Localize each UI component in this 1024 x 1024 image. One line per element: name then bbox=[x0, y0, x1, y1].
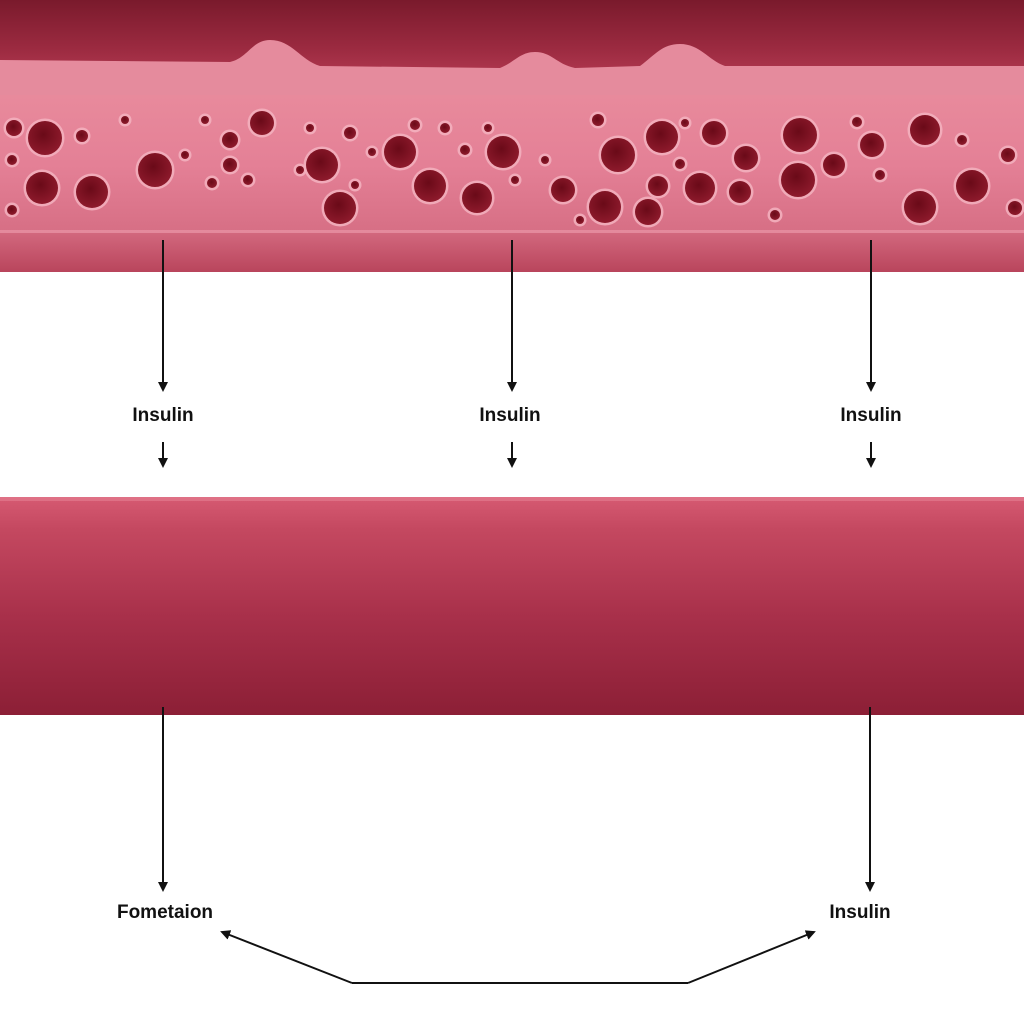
pore bbox=[414, 170, 446, 202]
connector-arrow-right bbox=[687, 930, 816, 984]
insulin-label-center: Insulin bbox=[479, 405, 541, 426]
pore bbox=[852, 117, 862, 127]
pore bbox=[648, 176, 668, 196]
pore bbox=[324, 192, 356, 224]
pore bbox=[28, 121, 62, 155]
pore bbox=[138, 153, 172, 187]
pore bbox=[592, 114, 604, 126]
pore bbox=[7, 205, 17, 215]
pore bbox=[646, 121, 678, 153]
pore bbox=[76, 176, 108, 208]
pore bbox=[551, 178, 575, 202]
middle-vessel bbox=[0, 497, 1024, 715]
pore bbox=[207, 178, 217, 188]
pore bbox=[783, 118, 817, 152]
pore bbox=[875, 170, 885, 180]
pore bbox=[6, 120, 22, 136]
pore bbox=[410, 120, 420, 130]
pore bbox=[589, 191, 621, 223]
short-arrows bbox=[158, 442, 876, 468]
pore bbox=[368, 148, 376, 156]
pore bbox=[296, 166, 304, 174]
pore bbox=[576, 216, 584, 224]
pore bbox=[734, 146, 758, 170]
pore bbox=[121, 116, 129, 124]
pore bbox=[781, 163, 815, 197]
pore bbox=[729, 181, 751, 203]
insulin-label-left: Insulin bbox=[132, 405, 194, 426]
pore bbox=[484, 124, 492, 132]
insulin-label-right: Insulin bbox=[840, 405, 902, 426]
pore bbox=[487, 136, 519, 168]
pore bbox=[541, 156, 549, 164]
pore bbox=[904, 191, 936, 223]
pore bbox=[344, 127, 356, 139]
pore bbox=[181, 151, 189, 159]
pore bbox=[823, 154, 845, 176]
pore bbox=[351, 181, 359, 189]
pore bbox=[770, 210, 780, 220]
pore bbox=[511, 176, 519, 184]
pore bbox=[702, 121, 726, 145]
pore bbox=[462, 183, 492, 213]
pore bbox=[306, 149, 338, 181]
pore bbox=[910, 115, 940, 145]
pore bbox=[440, 123, 450, 133]
bottom-label-left: Fometaion bbox=[116, 902, 214, 923]
bottom-label-right: Insulin bbox=[829, 902, 891, 923]
pore bbox=[306, 124, 314, 132]
upper-arrows bbox=[158, 240, 876, 392]
pore bbox=[243, 175, 253, 185]
pore bbox=[957, 135, 967, 145]
pore bbox=[201, 116, 209, 124]
connector-arrow-left bbox=[220, 930, 353, 984]
pore bbox=[601, 138, 635, 172]
tissue-pores bbox=[3, 108, 1024, 228]
pore bbox=[685, 173, 715, 203]
pore bbox=[250, 111, 274, 135]
pore bbox=[956, 170, 988, 202]
pore bbox=[26, 172, 58, 204]
pore bbox=[222, 132, 238, 148]
pore bbox=[223, 158, 237, 172]
pore bbox=[681, 119, 689, 127]
pore bbox=[675, 159, 685, 169]
pore bbox=[1001, 148, 1015, 162]
pore bbox=[635, 199, 661, 225]
pore bbox=[460, 145, 470, 155]
pore bbox=[7, 155, 17, 165]
pore bbox=[1008, 201, 1022, 215]
pore bbox=[76, 130, 88, 142]
pore bbox=[384, 136, 416, 168]
pore bbox=[860, 133, 884, 157]
lower-arrows bbox=[158, 707, 875, 892]
bottom-connector bbox=[220, 930, 816, 984]
